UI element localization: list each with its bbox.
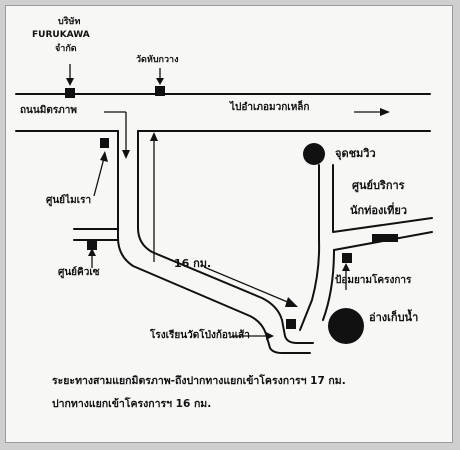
khiao-center-label: ศูนย์คิวเซ	[58, 267, 100, 278]
khiao-center-marker	[87, 240, 97, 250]
viewpoint-road-right	[322, 249, 335, 321]
myra-arrow-head	[100, 151, 108, 162]
temple-marker	[155, 86, 165, 96]
tourist-center-label-1: ศูนย์บริการ	[352, 179, 405, 192]
distance-arrow-head	[285, 297, 298, 307]
viewpoint-road-left	[299, 164, 321, 331]
distance-arrow-shaft	[203, 266, 291, 304]
tourist-center-label-2: นักท่องเที่ยว	[350, 204, 408, 217]
temple-label: วัดหับกวาง	[136, 55, 179, 65]
road-label-arrow-head	[122, 150, 130, 159]
furukawa-label-1: บริษัท	[58, 17, 81, 27]
caption-line-2: ปากทางแยกเข้าโครงการฯ 16 กม.	[52, 398, 212, 410]
temple-arrow-head	[156, 78, 164, 85]
mittraphap-road-label: ถนนมิตรภาพ	[20, 105, 77, 116]
furukawa-label-3: จำกัด	[55, 44, 77, 54]
khiao-arrow-head	[88, 248, 96, 256]
access-road-left-edge	[117, 130, 311, 354]
tourist-center-marker	[372, 234, 398, 242]
caption-line-1: ระยะทางสามแยกมิตรภาพ-ถึงปากทางแยกเข้าโคร…	[52, 375, 346, 387]
furukawa-arrow-head	[66, 78, 74, 86]
viewpoint-road-top	[332, 164, 433, 233]
school-marker	[286, 319, 296, 329]
distance-label: 16 กม.	[174, 257, 212, 270]
viewpoint-marker	[303, 143, 325, 165]
reservoir-marker	[328, 308, 364, 344]
checkpoint-arrow-head	[342, 263, 350, 271]
checkpoint-marker	[342, 253, 352, 263]
route-arrow-head	[150, 132, 158, 141]
map-paper	[5, 5, 453, 443]
reservoir-label: อ่างเก็บน้ำ	[369, 311, 419, 324]
checkpoint-label: ป้อมยามโครงการ	[335, 275, 412, 286]
school-label: โรงเรียนวัดโป่งก้อนเส้า	[150, 330, 250, 341]
to-district-label: ไปอำเภอมวกเหล็ก	[230, 102, 310, 113]
furukawa-label-2: FURUKAWA	[32, 30, 90, 40]
myra-center-marker	[100, 138, 109, 148]
furukawa-marker	[65, 88, 75, 98]
access-road-right-edge	[137, 130, 314, 344]
myra-center-label: ศูนย์ไมเรา	[46, 195, 92, 206]
myra-arrow-shaft	[93, 157, 105, 197]
school-arrow-head	[266, 332, 274, 340]
to-district-arrow-head	[380, 108, 390, 116]
viewpoint-label: จุดชมวิว	[335, 147, 376, 160]
